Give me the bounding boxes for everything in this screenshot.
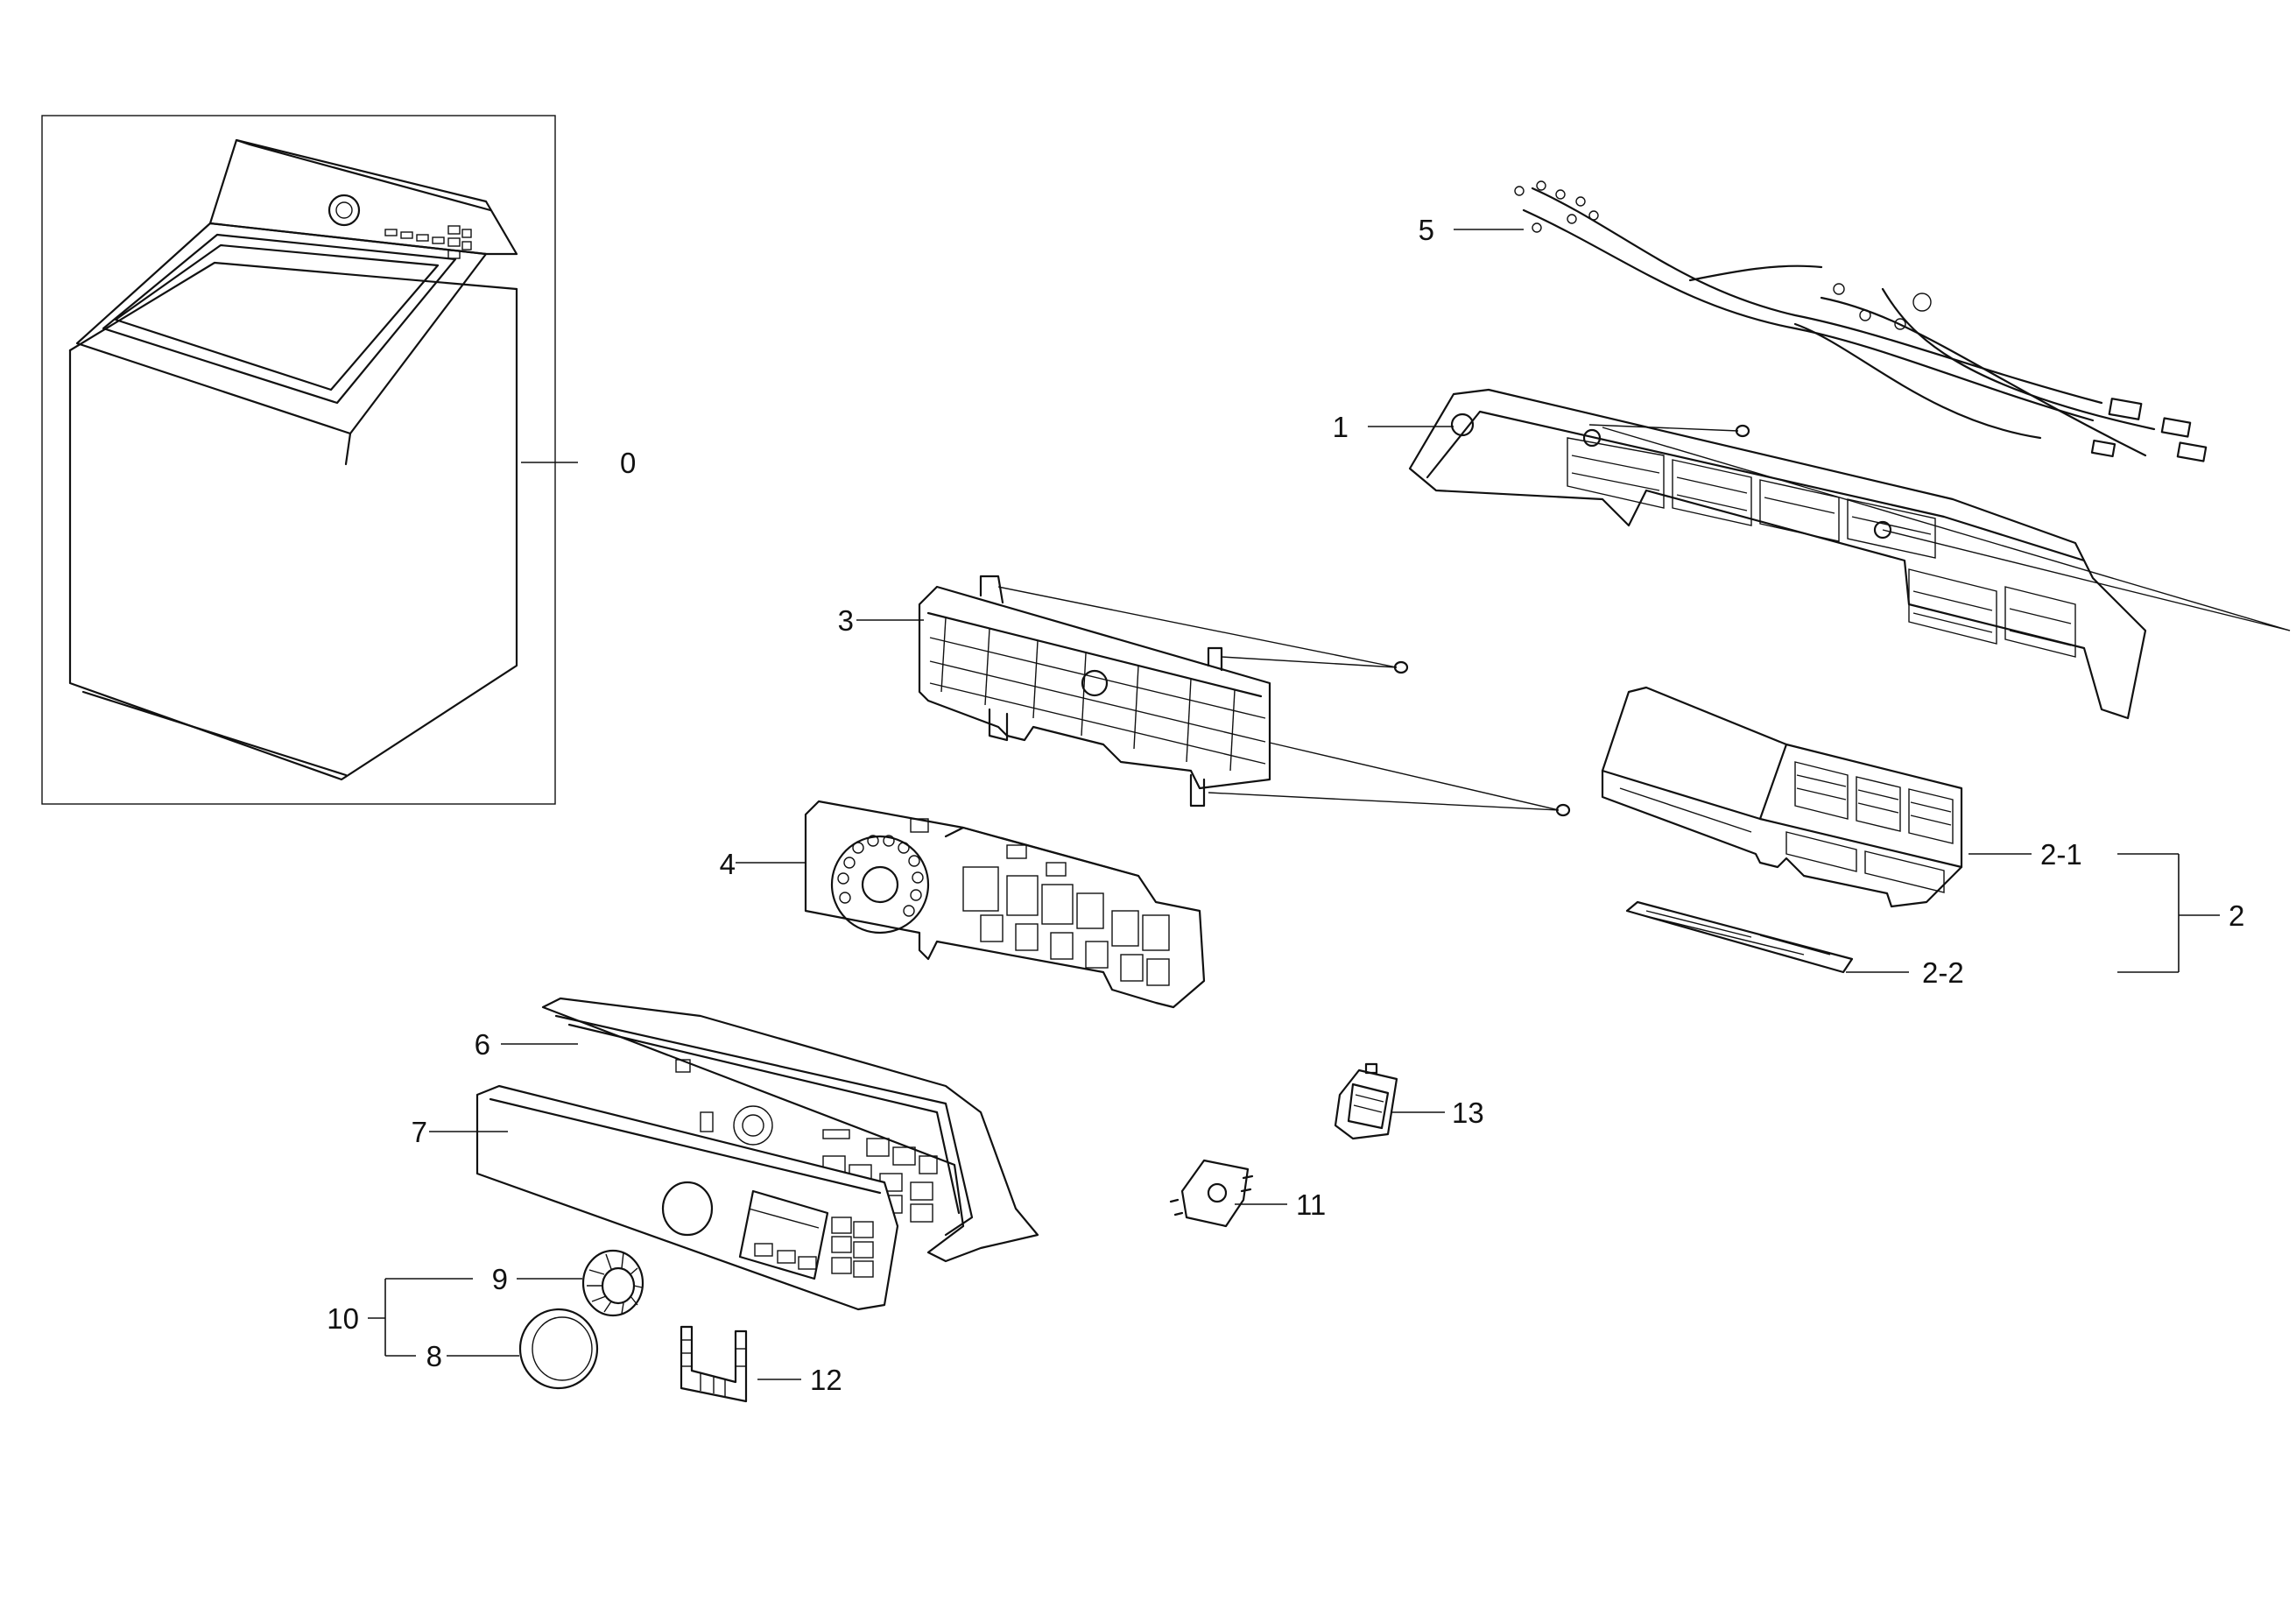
bracket-2: 2	[2117, 853, 2244, 973]
label-5: 5	[1419, 214, 1434, 246]
part-2-2-label: 2-2	[1625, 900, 1964, 989]
label-0: 0	[620, 447, 636, 479]
part-11-switch: 11	[1169, 1159, 1326, 1228]
part-0-washer: 0	[41, 115, 636, 805]
label-2-2: 2-2	[1922, 956, 1964, 989]
part-5-wire-harness: 5	[1419, 180, 2208, 462]
part-1-bracket: 1	[1333, 388, 2291, 720]
label-1: 1	[1333, 411, 1349, 443]
bracket-10: 10	[327, 1278, 473, 1357]
label-7: 7	[412, 1116, 427, 1148]
label-9: 9	[492, 1263, 508, 1295]
part-8-knob: 8	[426, 1308, 599, 1390]
part-2-1-control-box: 2-1	[1601, 686, 2082, 908]
part-9-knob-ring: 9	[492, 1249, 644, 1317]
label-4: 4	[720, 848, 736, 880]
part-6-panel-frame: 6	[475, 997, 1039, 1263]
part-12-membrane: 12	[680, 1325, 842, 1403]
label-3: 3	[838, 604, 854, 637]
part-7-panel-cover: 7	[412, 1084, 899, 1311]
label-2: 2	[2229, 899, 2244, 932]
label-8: 8	[426, 1340, 442, 1372]
label-12: 12	[810, 1364, 842, 1396]
part-4-main-board: 4	[720, 800, 1206, 1009]
label-13: 13	[1452, 1097, 1484, 1129]
part-13-sensor: 13	[1334, 1062, 1484, 1140]
part-3-cover: 3	[838, 575, 1571, 817]
part-0-frame	[41, 115, 556, 805]
label-2-1: 2-1	[2040, 838, 2082, 871]
label-10: 10	[327, 1302, 359, 1335]
label-11: 11	[1296, 1188, 1326, 1221]
label-6: 6	[475, 1028, 490, 1061]
